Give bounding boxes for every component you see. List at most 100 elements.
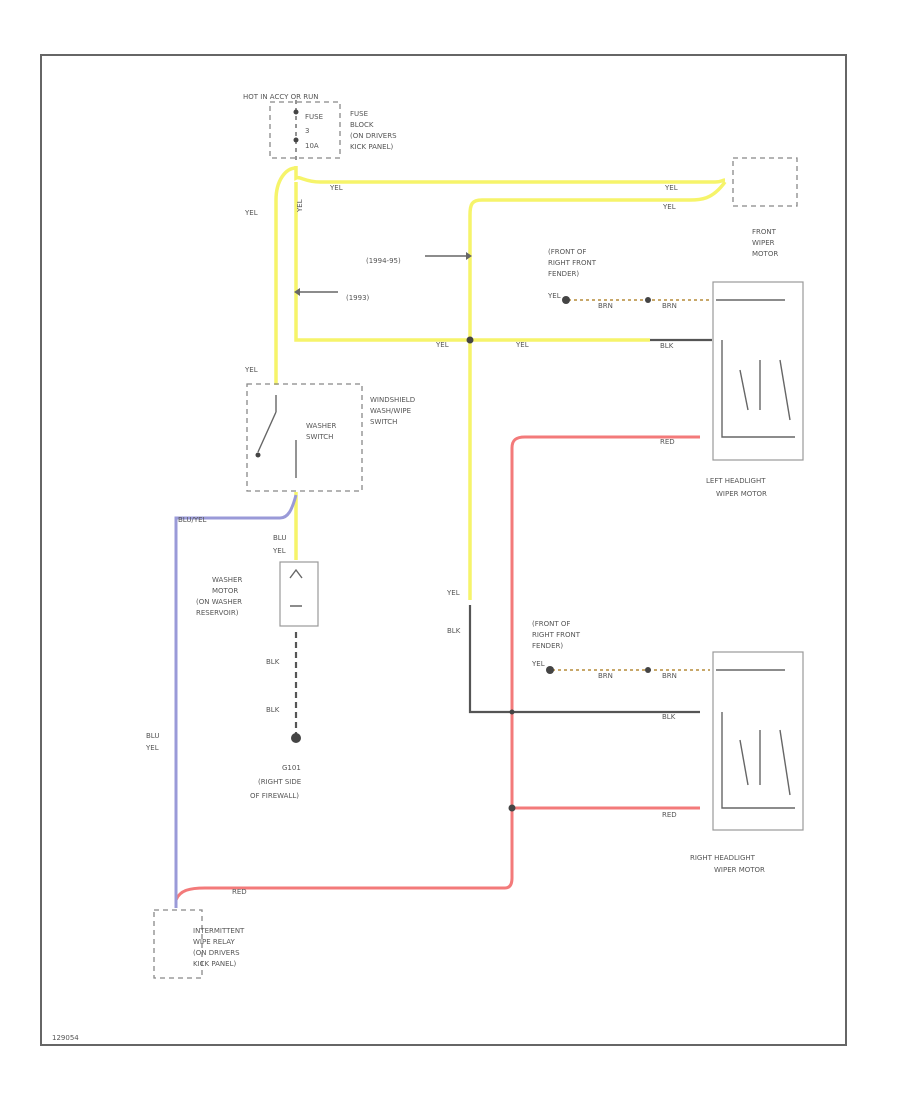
label-front-fender-lower-1: (FRONT OF xyxy=(532,620,570,628)
label-yel-mid-1: YEL xyxy=(435,341,449,349)
label-brn-lower-1: BRN xyxy=(598,672,613,680)
label-blu-yel-top: BLU/YEL xyxy=(178,516,207,524)
label-ground-3: OF FIREWALL) xyxy=(250,792,299,800)
label-washer-motor-2: MOTOR xyxy=(212,587,238,595)
diagram-frame xyxy=(40,54,847,1046)
label-washer-motor-4: RESERVOIR) xyxy=(196,609,239,617)
wire-yel-fuse-to-front-motor xyxy=(294,166,726,184)
washer-motor-outline xyxy=(279,561,319,627)
label-front-wiper-2: WIPER xyxy=(752,239,775,247)
fender-connector-lower xyxy=(546,666,554,674)
front-wiper-motor-outline xyxy=(732,157,798,207)
fender-connector-upper xyxy=(562,296,570,304)
label-yel-washer: YEL xyxy=(272,547,286,555)
label-fuse-block-1: FUSE xyxy=(350,110,368,118)
splice-red-upper xyxy=(508,804,516,812)
wipe-relay-outline xyxy=(153,909,203,979)
label-blk-mid: BLK xyxy=(447,627,461,635)
washer-switch-outline xyxy=(246,383,363,492)
label-variant-a: (1994-95) xyxy=(366,257,401,265)
label-right-motor-1: RIGHT HEADLIGHT xyxy=(690,854,756,862)
label-blk-ground-1: BLK xyxy=(266,658,280,666)
label-blu-yel-side-1: BLU xyxy=(146,732,159,740)
label-yel-vert: YEL xyxy=(296,199,304,213)
label-blk-ground-2: BLK xyxy=(266,706,280,714)
label-relay-4: KICK PANEL) xyxy=(193,960,236,968)
wire-yel-down-to-switch xyxy=(274,166,297,385)
label-red-right: RED xyxy=(662,811,677,819)
label-right-motor-2: WIPER MOTOR xyxy=(714,866,765,874)
label-fuse-name: FUSE xyxy=(305,113,323,121)
label-diagram-id: 129054 xyxy=(52,1034,79,1042)
label-fuse-amp: 10A xyxy=(305,142,319,150)
label-blu-yel-side-2: YEL xyxy=(145,744,159,752)
fuse-terminal-bottom xyxy=(293,137,299,143)
label-yel-lower: YEL xyxy=(446,589,460,597)
label-yel-top: YEL xyxy=(329,184,343,192)
label-front-fender-upper-4: YEL xyxy=(547,292,561,300)
label-ground-2: (RIGHT SIDE xyxy=(258,778,301,786)
splice-yel xyxy=(466,336,474,344)
label-washer-motor-1: WASHER xyxy=(212,576,242,584)
label-yel-topright: YEL xyxy=(664,184,678,192)
wire-yel-branch-to-front-motor xyxy=(468,180,727,600)
label-fuse-block-3: (ON DRIVERS xyxy=(350,132,397,140)
label-ground-1: G101 xyxy=(282,764,301,772)
label-front-fender-lower-4: YEL xyxy=(531,660,545,668)
wire-red-relay-to-motors xyxy=(174,435,700,908)
label-fuse-block-4: KICK PANEL) xyxy=(350,143,393,151)
right-motor-internal xyxy=(716,669,795,809)
washer-switch-pivot xyxy=(255,452,261,458)
label-blu: BLU xyxy=(273,534,286,542)
label-blk-upper: BLK xyxy=(660,342,674,350)
label-washer-switch-2: SWITCH xyxy=(306,433,333,441)
label-front-fender-upper-2: RIGHT FRONT xyxy=(548,259,597,267)
left-motor-internal xyxy=(716,299,795,438)
fender-splice-lower xyxy=(645,667,651,673)
label-yel-left: YEL xyxy=(244,209,258,217)
label-relay-3: (ON DRIVERS xyxy=(193,949,240,957)
label-yel-topright-2: YEL xyxy=(662,203,676,211)
label-brn-upper-2: BRN xyxy=(662,302,677,310)
wire-blk-to-right-motor xyxy=(468,605,700,714)
right-headlight-motor-outline xyxy=(712,651,804,831)
arrow-variant-a xyxy=(466,252,472,260)
label-red-relay: RED xyxy=(232,888,247,896)
label-left-motor-1: LEFT HEADLIGHT xyxy=(706,477,766,485)
label-front-wiper-3: MOTOR xyxy=(752,250,778,258)
washer-motor-symbol xyxy=(289,568,303,607)
ground-point xyxy=(291,733,301,743)
label-front-fender-upper-1: (FRONT OF xyxy=(548,248,586,256)
label-washswitch-1: WINDSHIELD xyxy=(370,396,415,404)
label-red-upper: RED xyxy=(660,438,675,446)
label-variant-b: (1993) xyxy=(346,294,370,302)
fender-splice-upper xyxy=(645,297,651,303)
label-yel-mid-2: YEL xyxy=(515,341,529,349)
wire-blu-relay-to-switch xyxy=(174,494,298,908)
wire-yel-inner-loop xyxy=(294,182,650,342)
label-blk-right: BLK xyxy=(662,713,676,721)
label-washer-motor-3: (ON WASHER xyxy=(196,598,242,606)
label-brn-lower-2: BRN xyxy=(662,672,677,680)
label-brn-upper-1: BRN xyxy=(598,302,613,310)
label-front-wiper-1: FRONT xyxy=(752,228,777,236)
label-fuse-block-2: BLOCK xyxy=(350,121,374,129)
arrow-variant-b xyxy=(294,288,300,296)
washer-switch-contact xyxy=(257,395,297,478)
label-washer-switch-1: WASHER xyxy=(306,422,336,430)
label-relay-2: WIPE RELAY xyxy=(193,938,235,946)
splice-red-lower xyxy=(509,709,515,715)
label-fuse-num: 3 xyxy=(305,127,309,135)
label-relay-1: INTERMITTENT xyxy=(193,927,245,935)
label-front-fender-lower-3: FENDER) xyxy=(532,642,563,650)
label-hot-line: HOT IN ACCY OR RUN xyxy=(243,93,318,101)
label-washswitch-3: SWITCH xyxy=(370,418,397,426)
label-yel-switch: YEL xyxy=(244,366,258,374)
label-front-fender-lower-2: RIGHT FRONT xyxy=(532,631,581,639)
left-headlight-motor-outline xyxy=(712,281,804,461)
fuse-terminal-top xyxy=(293,109,299,115)
label-washswitch-2: WASH/WIPE xyxy=(370,407,411,415)
label-left-motor-2: WIPER MOTOR xyxy=(716,490,767,498)
label-front-fender-upper-3: FENDER) xyxy=(548,270,579,278)
